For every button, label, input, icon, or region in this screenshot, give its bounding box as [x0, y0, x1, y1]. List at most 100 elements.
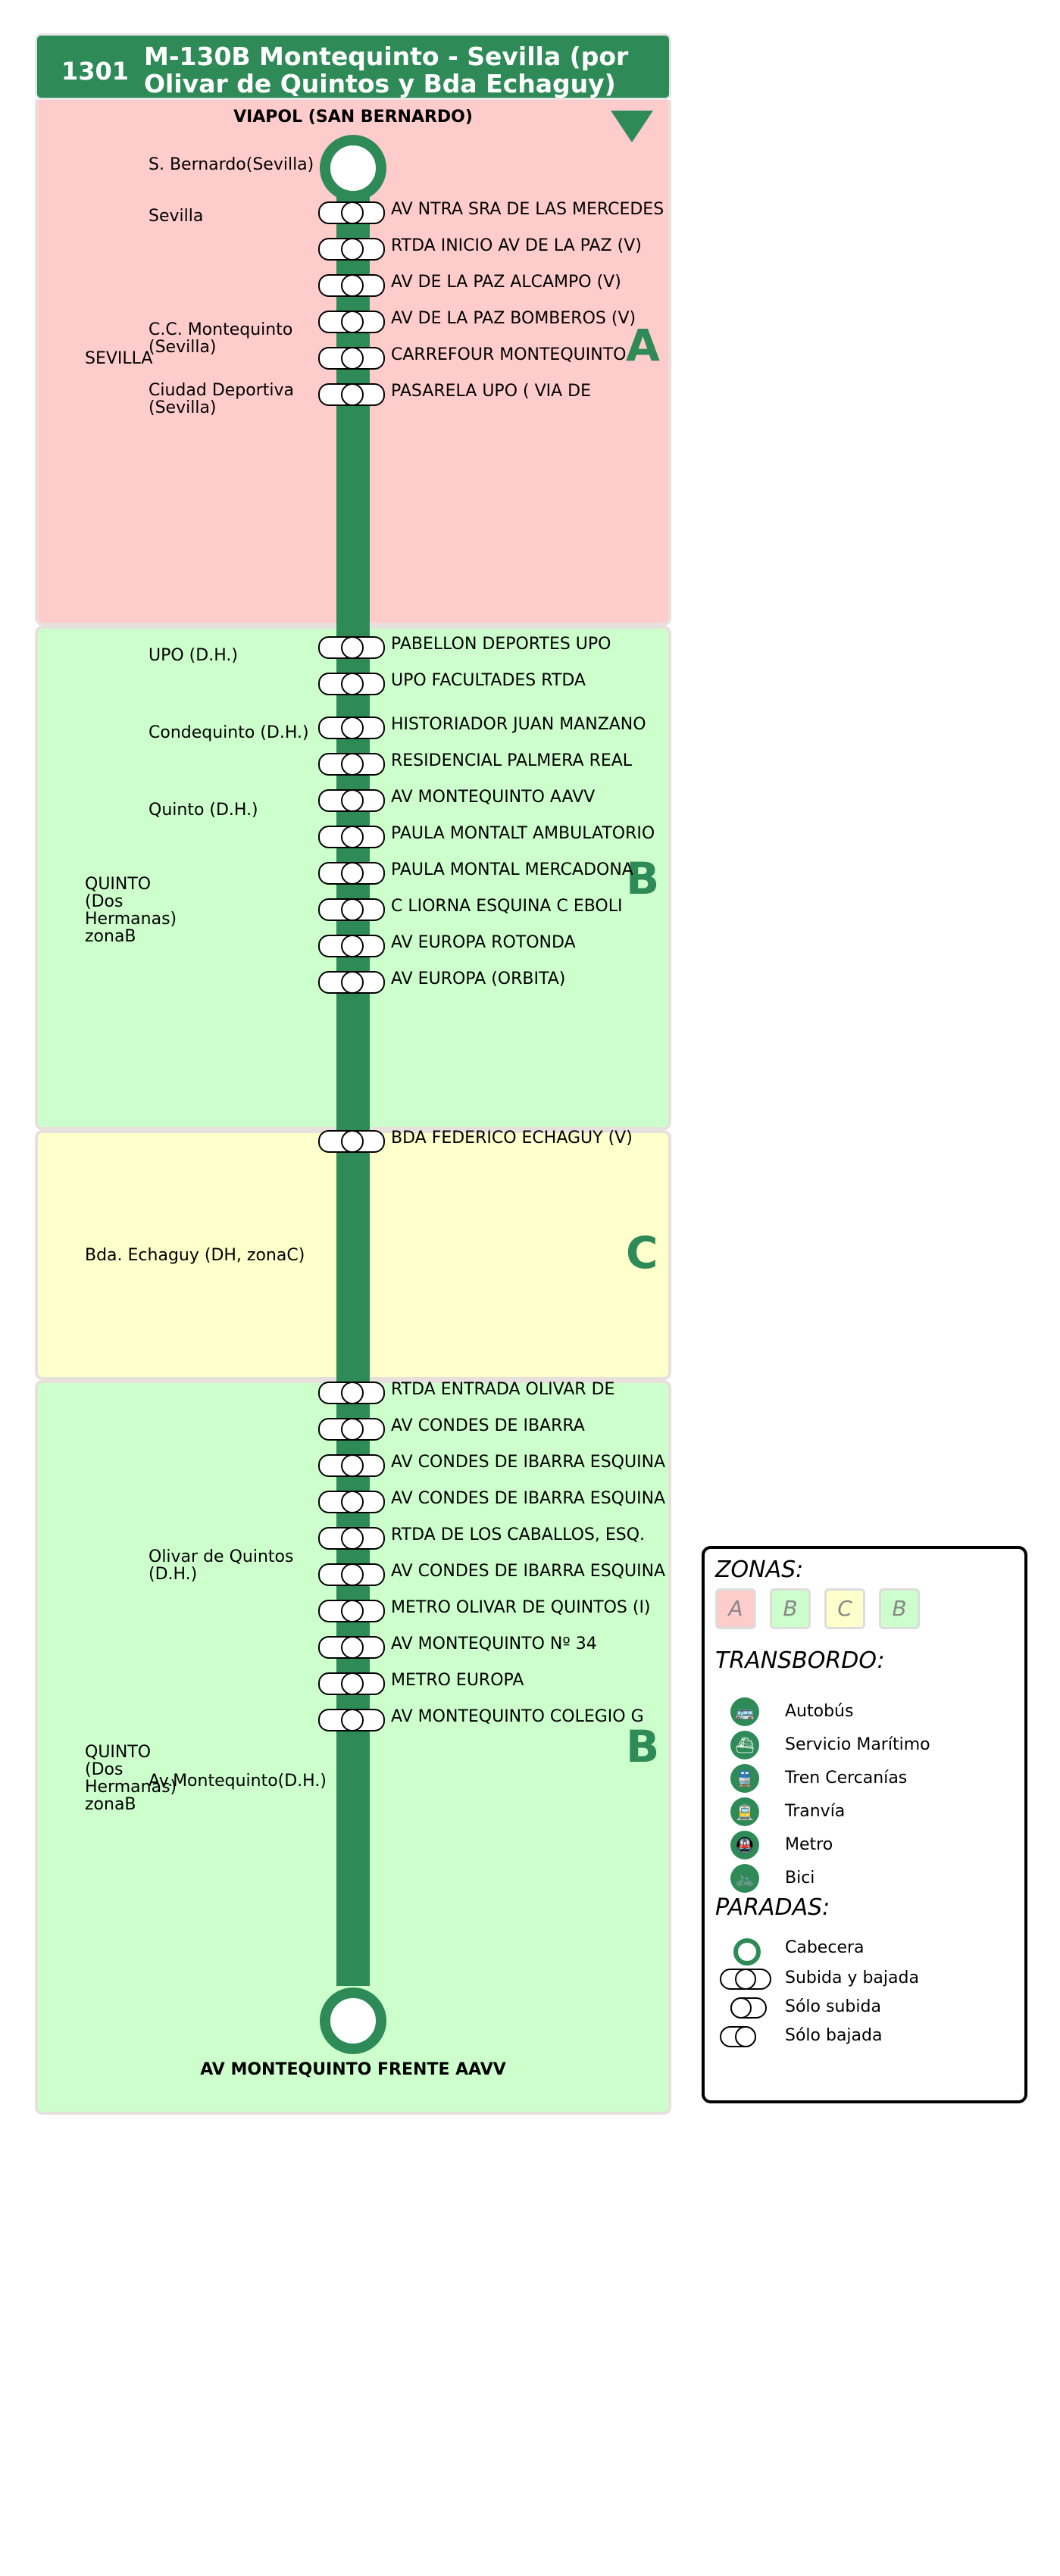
- stop-name: CARREFOUR MONTEQUINTO: [391, 345, 627, 364]
- stop-both-icon: [318, 1636, 385, 1659]
- stop-name: AV EUROPA (ORBITA): [391, 970, 566, 988]
- stop-name: C LIORNA ESQUINA C EBOLI: [391, 897, 623, 916]
- zone-name: Bda. Echaguy (DH, zonaC): [85, 1246, 305, 1265]
- stop-alight-icon: [720, 2026, 762, 2047]
- stop-both-icon: [318, 1491, 385, 1513]
- stop-name: AV EUROPA ROTONDA: [391, 933, 576, 952]
- zone-name: QUINTO (Dos Hermanas) zonaB: [85, 1743, 177, 1814]
- stop-both-icon: [318, 935, 385, 957]
- stop-name: PABELLON DEPORTES UPO: [391, 635, 611, 654]
- stop-both-icon: [318, 1454, 385, 1477]
- stop-both-icon: [318, 971, 385, 994]
- area-label: C.C. Montequinto (Sevilla): [149, 320, 293, 357]
- legend-item-label: Tranvía: [785, 1802, 846, 1821]
- stop-both-icon: [318, 1527, 385, 1550]
- zone-name: SEVILLA: [85, 349, 153, 368]
- stop-name: AV CONDES DE IBARRA ESQUINA: [391, 1453, 666, 1472]
- stop-name: AV NTRA SRA DE LAS MERCEDES: [391, 200, 664, 219]
- area-label: S. Bernardo(Sevilla): [149, 155, 314, 174]
- stop-both-icon: [318, 1709, 385, 1731]
- terminal-icon: [733, 1938, 761, 1966]
- stop-both-icon: [318, 1563, 385, 1586]
- stop-both-icon: [318, 1382, 385, 1404]
- end-terminal-label: AV MONTEQUINTO FRENTE AAVV: [200, 2060, 506, 2079]
- stop-name: RTDA INICIO AV DE LA PAZ (V): [391, 236, 642, 255]
- stop-both-icon: [318, 238, 385, 261]
- area-label: UPO (D.H.): [149, 646, 238, 665]
- stop-both-icon: [318, 636, 385, 659]
- stop-both-icon: [318, 753, 385, 776]
- stop-both-icon: [318, 898, 385, 921]
- stop-name: AV CONDES DE IBARRA: [391, 1416, 585, 1435]
- route-title: M-130B Montequinto - Sevilla (por Olivar…: [144, 42, 629, 98]
- stop-name: RESIDENCIAL PALMERA REAL: [391, 751, 633, 770]
- area-label: Condequinto (D.H.): [149, 723, 309, 742]
- stop-both-icon: [318, 826, 385, 848]
- bus-icon: 🚌: [730, 1697, 759, 1726]
- start-terminal-label: VIAPOL (SAN BERNARDO): [233, 108, 473, 126]
- stop-name: PAULA MONTAL MERCADONA: [391, 860, 633, 879]
- legend-transbordo-title: TRANSBORDO:: [715, 1647, 885, 1674]
- legend-item-label: Tren Cercanías: [785, 1769, 908, 1788]
- stop-both-icon: [318, 789, 385, 812]
- stop-name: BDA FEDERICO ECHAGUY (V): [391, 1129, 633, 1147]
- stop-both-icon: [318, 1418, 385, 1441]
- stop-name: AV MONTEQUINTO COLEGIO G: [391, 1707, 644, 1726]
- stop-name: PASARELA UPO ( VIA DE: [391, 382, 591, 401]
- legend-zone-b2-swatch: B: [879, 1588, 920, 1629]
- stop-both-icon: [318, 383, 385, 406]
- legend-item-label: Autobús: [785, 1702, 854, 1721]
- stop-both-icon: [318, 1672, 385, 1695]
- stop-name: METRO EUROPA: [391, 1671, 524, 1690]
- stop-both-icon: [318, 201, 385, 224]
- legend-zone-a-swatch: A: [715, 1588, 756, 1629]
- stop-name: AV DE LA PAZ ALCAMPO (V): [391, 273, 621, 292]
- legend-item-label: Servicio Marítimo: [785, 1735, 930, 1754]
- stop-both-icon: [318, 717, 385, 739]
- stop-name: AV DE LA PAZ BOMBEROS (V): [391, 309, 636, 328]
- stop-both-icon: [318, 673, 385, 695]
- zone-letter: B: [626, 1721, 660, 1772]
- train-icon: 🚆: [730, 1764, 759, 1793]
- stop-name: RTDA ENTRADA OLIVAR DE: [391, 1380, 615, 1399]
- legend-panel: ZONAS: A B C B TRANSBORDO: 🚌 Autobús ⛴ S…: [702, 1546, 1027, 2103]
- ferry-icon: ⛴: [730, 1731, 759, 1759]
- legend-zone-c-swatch: C: [824, 1588, 865, 1629]
- area-label: Av.Montequinto(D.H.): [149, 1772, 327, 1791]
- stop-both-icon: [318, 862, 385, 885]
- direction-arrow-icon: [611, 111, 653, 142]
- stop-both-icon: [318, 347, 385, 370]
- stop-name: AV CONDES DE IBARRA ESQUINA: [391, 1489, 666, 1508]
- stop-both-icon: [318, 1600, 385, 1622]
- stop-name: METRO OLIVAR DE QUINTOS (I): [391, 1598, 651, 1617]
- legend-zonas-title: ZONAS:: [715, 1557, 804, 1583]
- legend-paradas-title: PARADAS:: [715, 1894, 830, 1921]
- tram-icon: 🚊: [730, 1797, 759, 1826]
- stop-both-icon: [720, 1969, 773, 1990]
- end-terminal-icon: [320, 1987, 386, 2054]
- stop-name: RTDA DE LOS CABALLOS, ESQ.: [391, 1525, 646, 1544]
- stop-both-icon: [318, 1130, 385, 1153]
- legend-item-label: Sólo subida: [785, 1997, 881, 2016]
- legend-item-label: Metro: [785, 1835, 833, 1854]
- area-label: Olivar de Quintos (D.H.): [149, 1547, 294, 1584]
- area-label: Sevilla: [149, 207, 204, 226]
- bike-icon: 🚲: [730, 1864, 759, 1893]
- legend-item-label: Subida y bajada: [785, 1969, 919, 1987]
- line-number: 1301: [61, 57, 130, 86]
- metro-icon: 🚇: [730, 1831, 759, 1859]
- start-terminal-icon: [320, 135, 386, 201]
- legend-item-label: Bici: [785, 1869, 815, 1888]
- legend-zone-b-swatch: B: [770, 1588, 811, 1629]
- stop-name: AV MONTEQUINTO AAVV: [391, 788, 596, 807]
- stop-name: HISTORIADOR JUAN MANZANO: [391, 715, 646, 734]
- zone-letter: B: [626, 853, 660, 904]
- zone-name: QUINTO (Dos Hermanas) zonaB: [85, 875, 177, 946]
- stop-both-icon: [318, 311, 385, 333]
- stop-board-icon: [730, 1997, 773, 2019]
- stop-name: AV MONTEQUINTO Nº 34: [391, 1635, 597, 1653]
- zone-letter: A: [626, 320, 660, 371]
- stop-name: AV CONDES DE IBARRA ESQUINA: [391, 1562, 666, 1581]
- area-label: Ciudad Deportiva (Sevilla): [149, 381, 295, 417]
- stop-both-icon: [318, 274, 385, 297]
